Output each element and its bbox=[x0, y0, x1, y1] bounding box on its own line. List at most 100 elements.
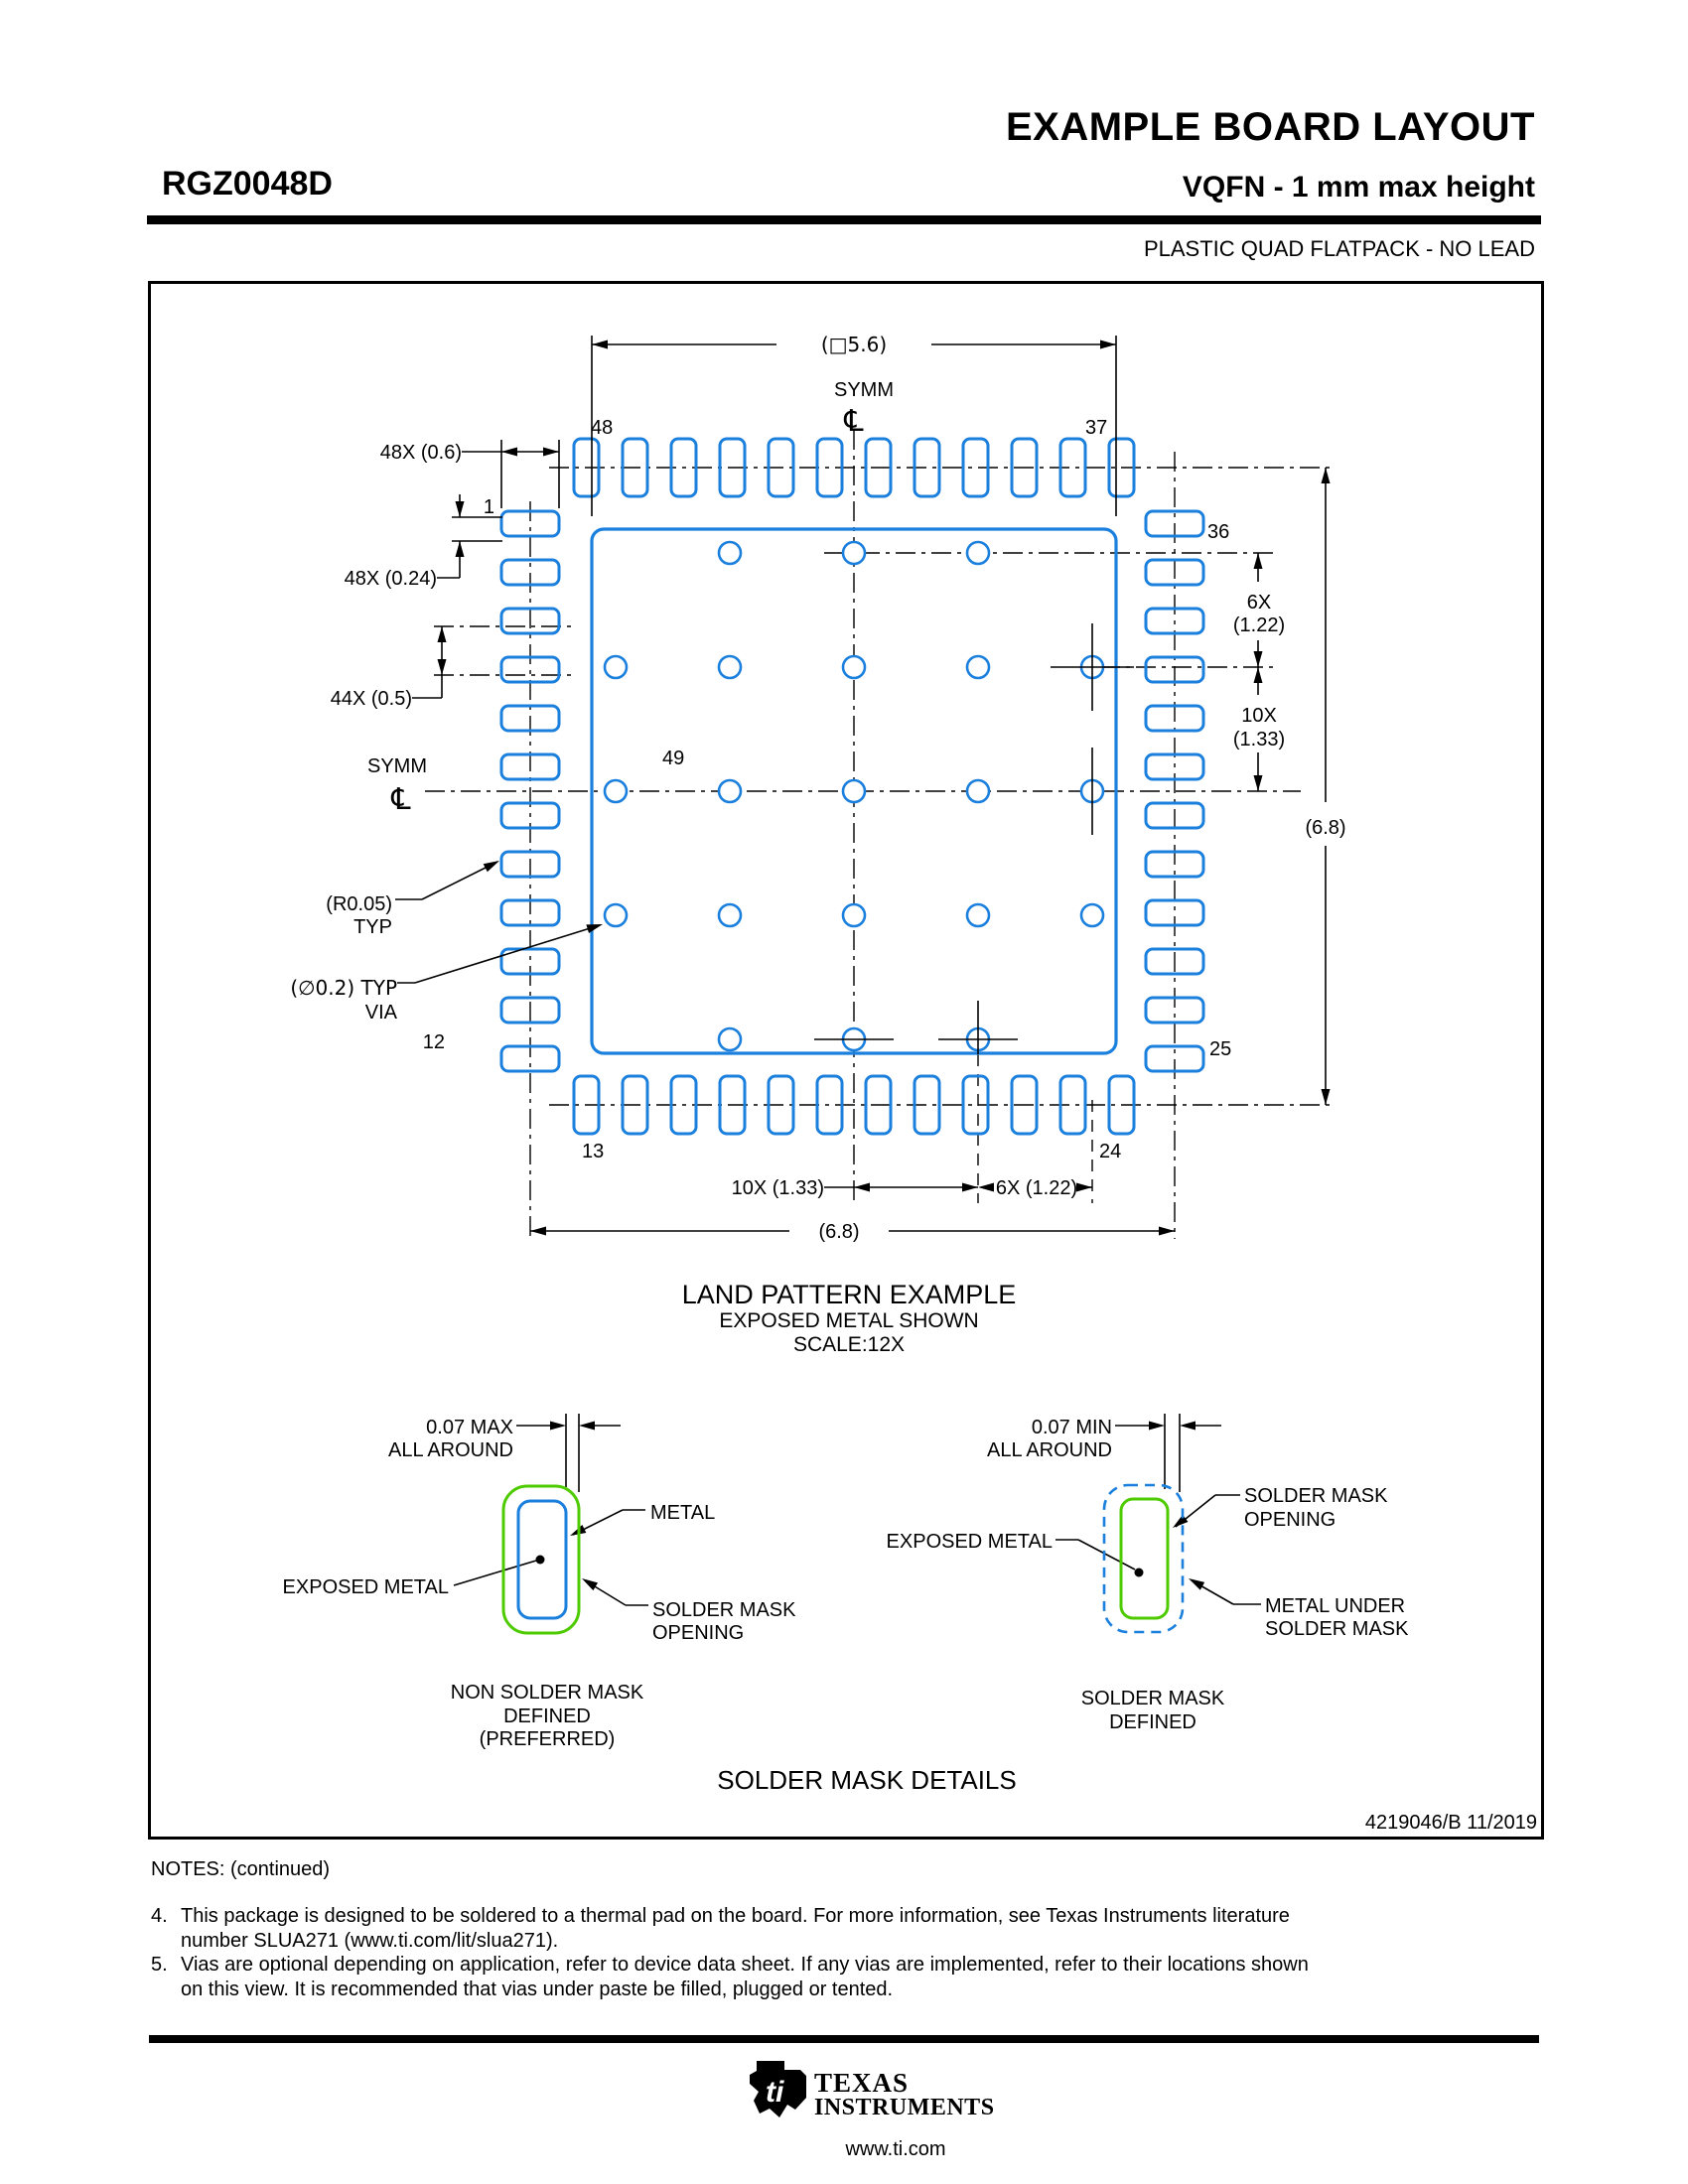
pad-bottom-15 bbox=[669, 1074, 698, 1136]
pad-left-3 bbox=[499, 607, 561, 635]
arrowhead-6 bbox=[437, 626, 447, 642]
pad-left-11 bbox=[499, 996, 561, 1024]
arrowhead-25 bbox=[579, 1421, 595, 1431]
page-title: EXAMPLE BOARD LAYOUT bbox=[1005, 105, 1535, 149]
smd-opening-label-1: SOLDER MASK bbox=[1244, 1485, 1388, 1507]
copper-pads bbox=[499, 437, 1205, 1136]
note-4-line-2: number SLUA271 (www.ti.com/lit/slua271). bbox=[181, 1930, 559, 1952]
pad-right-26 bbox=[1144, 996, 1205, 1024]
pad-bottom-16 bbox=[718, 1074, 747, 1136]
dim-6x-bottom-label: 6X (1.22) bbox=[996, 1177, 1077, 1199]
note-5-text-1: Vias are optional depending on applicati… bbox=[181, 1954, 1309, 1976]
arrowhead-1 bbox=[1100, 340, 1116, 349]
pad-top-44 bbox=[767, 437, 795, 498]
arrowhead-19 bbox=[1159, 1226, 1175, 1236]
via-r2-c1 bbox=[603, 654, 629, 680]
pad-top-40 bbox=[961, 437, 990, 498]
pad-left-12 bbox=[499, 1044, 561, 1073]
via-r5-c2 bbox=[717, 1026, 743, 1052]
pin-48-label: 48 bbox=[591, 417, 613, 439]
pad-bottom-18 bbox=[815, 1074, 844, 1136]
nsmd-opening-label-2: OPENING bbox=[652, 1622, 744, 1644]
footer-rule bbox=[149, 2035, 1539, 2043]
thermal-pad-49 bbox=[590, 527, 1118, 1055]
pad-right-30 bbox=[1144, 801, 1205, 830]
ti-logo: ti TEXAS INSTRUMENTS www.ti.com bbox=[750, 2061, 994, 2160]
pad-left-1 bbox=[499, 509, 561, 538]
pad-bottom-14 bbox=[621, 1074, 649, 1136]
pad-left-8 bbox=[499, 850, 561, 879]
pad-right-25 bbox=[1144, 1044, 1205, 1073]
pin-13-label: 13 bbox=[582, 1141, 604, 1162]
arrowhead-3 bbox=[543, 447, 559, 457]
dim-overall-bottom-label: (6.8) bbox=[818, 1221, 859, 1243]
nsmd-clearance-label-2: ALL AROUND bbox=[388, 1439, 513, 1461]
arrowhead-23 bbox=[582, 1578, 599, 1591]
arrowhead-26 bbox=[1149, 1421, 1165, 1431]
via-r4-c3 bbox=[841, 902, 867, 928]
pad-bottom-23 bbox=[1058, 1074, 1087, 1136]
via-r4-c1 bbox=[603, 902, 629, 928]
solder-mask-detail-shapes bbox=[501, 1483, 1185, 1635]
arrowhead-11 bbox=[1253, 775, 1263, 791]
smd-clearance-label-2: ALL AROUND bbox=[987, 1439, 1112, 1461]
pad-left-2 bbox=[499, 558, 561, 587]
pad-bottom-24 bbox=[1107, 1074, 1136, 1136]
dim-overall-right-label: (6.8) bbox=[1305, 817, 1345, 839]
smd-opening-shape bbox=[1119, 1497, 1170, 1620]
via-diameter-label-1: (∅0.2) TYP bbox=[290, 976, 397, 1000]
pad-right-36 bbox=[1144, 509, 1205, 538]
pad-right-28 bbox=[1144, 898, 1205, 927]
pin-25-label: 25 bbox=[1209, 1038, 1231, 1060]
dim-line-49 bbox=[1077, 1539, 1136, 1570]
dim-10x-right-label: 10X bbox=[1241, 705, 1277, 727]
via-r2-c3 bbox=[841, 654, 867, 680]
pin-37-label: 37 bbox=[1085, 417, 1107, 439]
via-r3-c1 bbox=[603, 778, 629, 804]
notes-heading: NOTES: (continued) bbox=[151, 1858, 331, 1880]
pad-top-41 bbox=[913, 437, 941, 498]
arrowhead-29 bbox=[1189, 1578, 1205, 1590]
pad-right-35 bbox=[1144, 558, 1205, 587]
via-r3-c4 bbox=[965, 778, 991, 804]
via-r3-c3 bbox=[841, 778, 867, 804]
smd-under-label-1: METAL UNDER bbox=[1265, 1595, 1405, 1617]
pad-left-5 bbox=[499, 704, 561, 733]
nsmd-caption-2: DEFINED bbox=[503, 1706, 591, 1727]
smd-exposed-metal-label: EXPOSED METAL bbox=[887, 1531, 1053, 1553]
arrowhead-10 bbox=[1253, 667, 1263, 683]
dim-6x-right-label: 6X bbox=[1247, 592, 1271, 614]
arrowhead-4 bbox=[455, 501, 465, 517]
package-subtitle: PLASTIC QUAD FLATPACK - NO LEAD bbox=[1143, 236, 1535, 261]
brand-url: www.ti.com bbox=[844, 2138, 945, 2160]
arrowhead-22 bbox=[570, 1524, 587, 1536]
pad-top-43 bbox=[815, 437, 844, 498]
note-4-line-1: 4.This package is designed to be soldere… bbox=[151, 1904, 1290, 1929]
pad-bottom-21 bbox=[961, 1074, 990, 1136]
pad-right-27 bbox=[1144, 947, 1205, 976]
via-r2-c2 bbox=[717, 654, 743, 680]
pad-right-31 bbox=[1144, 752, 1205, 781]
pad-left-6 bbox=[499, 752, 561, 781]
arrowhead-13 bbox=[1321, 1089, 1331, 1105]
nsmd-solder-mask-opening-shape bbox=[501, 1484, 581, 1635]
arrowhead-14 bbox=[854, 1182, 870, 1192]
pin-24-label: 24 bbox=[1099, 1141, 1121, 1162]
via-r4-c2 bbox=[717, 902, 743, 928]
pad-top-48 bbox=[572, 437, 601, 498]
nsmd-clearance-label-1: 0.07 MAX bbox=[426, 1417, 513, 1438]
via-r1-c3 bbox=[841, 540, 867, 566]
pad-bottom-17 bbox=[767, 1074, 795, 1136]
nsmd-exposed-metal-dot bbox=[535, 1555, 545, 1565]
arrowhead-28 bbox=[1173, 1514, 1189, 1528]
smd-clearance-label-1: 0.07 MIN bbox=[1032, 1417, 1112, 1438]
smd-exposed-metal-dot bbox=[1134, 1568, 1144, 1577]
part-number: RGZ0048D bbox=[162, 165, 333, 203]
arrowhead-5 bbox=[455, 541, 465, 557]
symm-left-label: SYMM bbox=[367, 755, 427, 777]
dim-line-32 bbox=[421, 861, 498, 900]
arrowhead-17 bbox=[1076, 1182, 1092, 1192]
nsmd-exposed-metal-label: EXPOSED METAL bbox=[283, 1576, 449, 1598]
dim-6x-right-value: (1.22) bbox=[1233, 614, 1285, 636]
pad-left-7 bbox=[499, 801, 561, 830]
